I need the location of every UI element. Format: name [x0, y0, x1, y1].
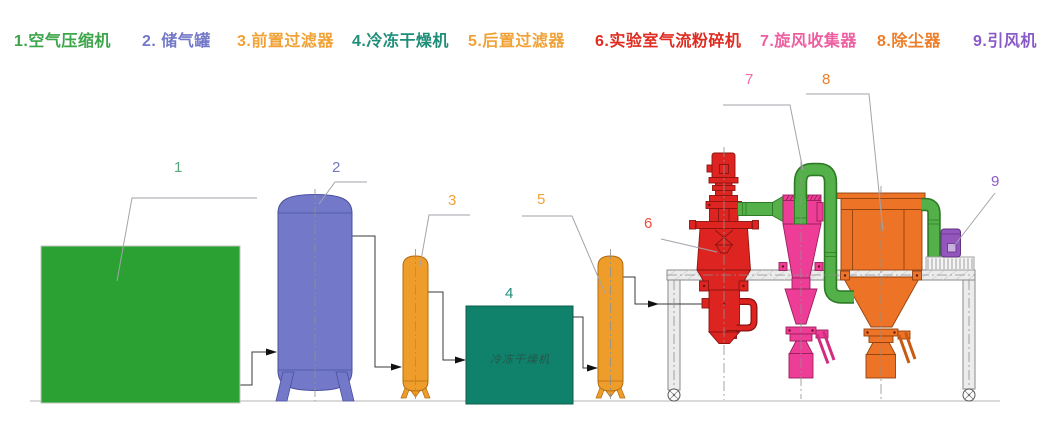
- callout-leaders: [116, 93, 996, 294]
- legend-item-air-tank: 2. 储气罐: [142, 33, 211, 50]
- legend-item-freeze-dryer: 4.冷冻干燥机: [352, 33, 449, 50]
- mill-outlet-pipe: [737, 195, 784, 223]
- wheel-icon: [667, 388, 681, 402]
- callout-5: 5: [537, 191, 546, 208]
- cyclone-overflow-pipe: [793, 162, 854, 304]
- collector-outlet-pipe: [921, 197, 941, 257]
- legend-item-fan: 9.引风机: [973, 33, 1037, 50]
- callout-3: 3: [448, 192, 457, 209]
- callout-4: 4: [505, 285, 514, 302]
- callout-6: 6: [644, 215, 653, 232]
- callout-7: 7: [745, 71, 754, 88]
- centerlines: [314, 147, 975, 401]
- fan-platform: [925, 256, 975, 271]
- legend-item-post-filter: 5.后置过滤器: [468, 33, 565, 50]
- legend-item-dust-collector: 8.除尘器: [877, 33, 941, 50]
- induced-draft-fan: [940, 228, 961, 258]
- freeze-dryer: [465, 305, 574, 405]
- callout-9: 9: [991, 173, 1000, 190]
- legend-item-air-compressor: 1.空气压缩机: [14, 33, 111, 50]
- legend-item-pre-filter: 3.前置过滤器: [237, 33, 334, 50]
- wheel-icon: [962, 388, 976, 402]
- flow-connectors: [240, 235, 702, 386]
- callout-2: 2: [332, 159, 341, 176]
- legend-item-jet-mill: 6.实验室气流粉碎机: [595, 33, 742, 50]
- callout-1: 1: [174, 159, 183, 176]
- air-compressor: [40, 245, 241, 404]
- callout-8: 8: [822, 71, 831, 88]
- jet-mill: [689, 152, 759, 344]
- freeze-dryer-label: 冷冻干燥机: [490, 354, 550, 366]
- legend-item-cyclone: 7.旋风收集器: [760, 33, 857, 50]
